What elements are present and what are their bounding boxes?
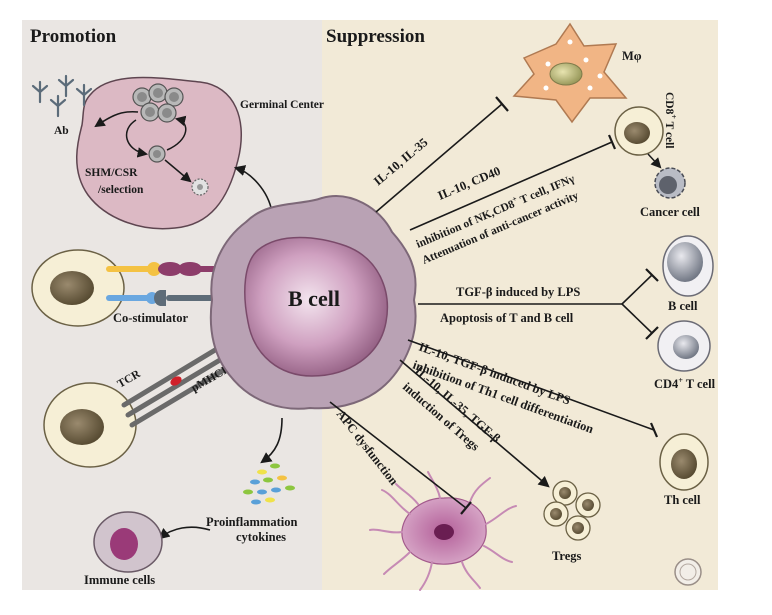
cytokine-particles	[243, 463, 295, 505]
dendritic-cell	[369, 471, 517, 591]
immune-cells-label: Immune cells	[84, 573, 155, 587]
arrow-to-immune-cells	[158, 526, 211, 540]
arrow-cd8-to-cancer	[647, 153, 662, 169]
costimulator-receptor-pair-bottom	[106, 290, 222, 306]
arrow-to-cytokines	[260, 417, 283, 464]
gc-process-line2: /selection	[97, 184, 144, 196]
gc-process-line1: SHM/CSR	[85, 167, 138, 179]
inhibit-line-cd8	[409, 141, 613, 231]
heading-promotion: Promotion	[30, 26, 117, 47]
cytokines-label-line2: cytokines	[236, 530, 286, 544]
inhibit-line-apc	[329, 401, 467, 509]
inhibit-line-th	[407, 339, 655, 431]
b-cell-label: B cell	[288, 286, 340, 311]
cancer-cell	[654, 167, 686, 199]
target-b-cell-label: B cell	[668, 299, 698, 313]
apoptosis-label: Apoptosis of T and B cell	[440, 311, 574, 325]
cd8-t-cell	[614, 106, 664, 156]
tregs-label: Tregs	[552, 549, 582, 563]
antibody-icons	[31, 74, 93, 118]
th-cell-label: Th cell	[664, 493, 701, 507]
peptide-antigen	[170, 376, 182, 386]
tgfb-lps-label: TGF-β induced by LPS	[456, 285, 580, 299]
costim-partner-cell	[31, 249, 125, 327]
costimulator-label: Co-stimulator	[113, 311, 188, 325]
decorative-cell-outline	[674, 558, 702, 586]
cd4-t-cell	[657, 320, 711, 372]
cd8-label: CD8+ T cell	[663, 92, 678, 149]
th-cell	[659, 433, 709, 491]
antibody-label: Ab	[54, 125, 69, 137]
tregs-cluster	[543, 480, 601, 541]
central-b-cell	[209, 195, 417, 410]
cancer-cell-label: Cancer cell	[640, 205, 700, 219]
t-cell-left	[43, 382, 137, 468]
arrow-to-germinal-center	[233, 165, 273, 213]
gc-b-cell-cluster	[132, 83, 184, 123]
macrophage-cell	[512, 22, 628, 124]
germinal-center: Germinal Center SHM/CSR /selection	[76, 76, 324, 230]
germinal-center-title-line1: Germinal Center	[240, 99, 324, 111]
target-b-cell	[662, 235, 714, 297]
immune-cell	[93, 511, 163, 573]
arrow-to-tregs	[399, 359, 550, 488]
costimulator-receptor-pair-top	[106, 262, 238, 276]
cd4-label: CD4+ T cell	[654, 376, 716, 391]
cytokines-label-line1: Proinflammation	[206, 515, 297, 529]
inhibit-line-mphi	[375, 103, 503, 213]
macrophage-label: Mφ	[622, 49, 642, 63]
heading-suppression: Suppression	[326, 26, 425, 47]
